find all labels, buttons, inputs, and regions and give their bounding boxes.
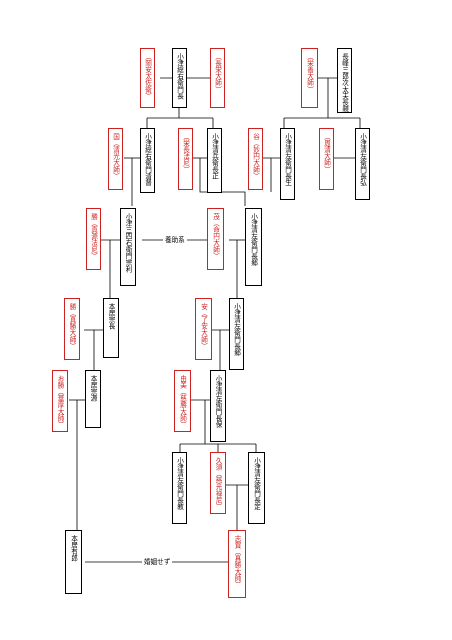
edge-label-adoption: 養助系: [163, 236, 187, 244]
person-box: 本居宗源: [85, 370, 101, 428]
spouse-box: 勝（真源法尼）: [86, 208, 101, 270]
spouse-box: 久須（慈光禅尼）: [210, 452, 226, 514]
person-box: 本居有郎: [65, 530, 82, 594]
connector-lines: [69, 77, 361, 563]
spouse-box: お勝（華厚大師）: [52, 370, 68, 432]
spouse-box: 安（了安大師）: [195, 298, 212, 360]
person-box: 小津清左衛門長生: [280, 128, 295, 200]
person-box: 小津総右衛門長: [172, 48, 187, 108]
person-box: 本居宗長: [103, 298, 119, 358]
person-box: 小津清左衛門長保: [210, 370, 226, 442]
person-box: 小津清左衛門長郷: [245, 208, 262, 286]
person-box: 小津清兵衛長正: [207, 128, 222, 193]
descent-line: [283, 78, 361, 128]
spouse-box: （岡安太佐衛）: [140, 48, 155, 108]
descent-line: [179, 400, 257, 452]
spouse-box: 茂（命円大師）: [207, 208, 224, 270]
spouse-box: （栄善大師）: [301, 48, 318, 108]
person-box: 小津清左衛門長郷: [229, 298, 244, 370]
person-box: 小津清左衛門長弘: [355, 128, 370, 200]
spouse-box: 谷（妙円大師）: [248, 128, 263, 190]
edge-label-unmarried: 婚姻せず: [142, 558, 173, 566]
person-box: 小津三四右衛門宗利: [120, 208, 136, 286]
person-box: 小津清左衛門長教: [172, 452, 187, 524]
spouse-box: 勝（真勝大師）: [64, 298, 80, 360]
spouse-box: （周清大師）: [319, 128, 334, 190]
spouse-box: （栄長法尼）: [178, 128, 193, 190]
person-box: 小津総右衛門清督: [140, 128, 155, 193]
spouse-box: 志賀（真勝大師）: [228, 530, 246, 598]
descent-line: [199, 158, 246, 206]
spouse-box: 国（清光大師）: [108, 128, 123, 190]
spouse-box: （長栄大師）: [210, 48, 225, 108]
person-box: 長峰三郎次太夫長親: [337, 48, 352, 113]
spouse-box: 由美（慈勝大師）: [174, 370, 191, 432]
person-box: 小津清左衛門長定: [248, 452, 265, 524]
